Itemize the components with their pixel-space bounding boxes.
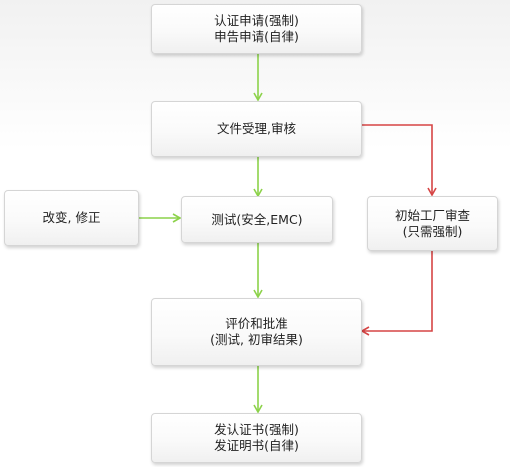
node-modify-line1: 改变, 修正 (42, 210, 101, 225)
node-apply-line1: 认证申请(强制) (214, 13, 299, 28)
node-inspect-line1: 初始工厂审查 (394, 207, 470, 223)
node-inspect-line2: (只需强制) (402, 223, 463, 239)
node-approve-line1: 评价和批准 (225, 316, 288, 331)
node-test-line1: 测试(安全,EMC) (211, 211, 303, 227)
node-accept-line1: 文件受理,审核 (217, 121, 296, 136)
node-cert-line1: 发认证书(强制) (214, 422, 299, 437)
arrow-inspect-to-approve (360, 251, 433, 336)
node-apply-line2: 申告申请(自律) (214, 29, 299, 44)
arrow-accept-to-inspect (362, 124, 437, 197)
node-factory-inspection: 初始工厂审查 (只需强制) (367, 196, 498, 251)
node-modify-correct: 改变, 修正 (4, 190, 139, 246)
node-certificate-issuance: 发认证书(强制) 发证明书(自律) (151, 413, 362, 463)
node-document-acceptance: 文件受理,审核 (151, 101, 362, 157)
node-certification-application: 认证申请(强制) 申告申请(自律) (151, 4, 362, 54)
node-approve-line2: (测试, 初审结果) (210, 332, 303, 347)
node-testing: 测试(安全,EMC) (181, 196, 333, 243)
node-evaluation-approval: 评价和批准 (测试, 初审结果) (151, 298, 362, 366)
node-cert-line2: 发证明书(自律) (214, 438, 299, 453)
